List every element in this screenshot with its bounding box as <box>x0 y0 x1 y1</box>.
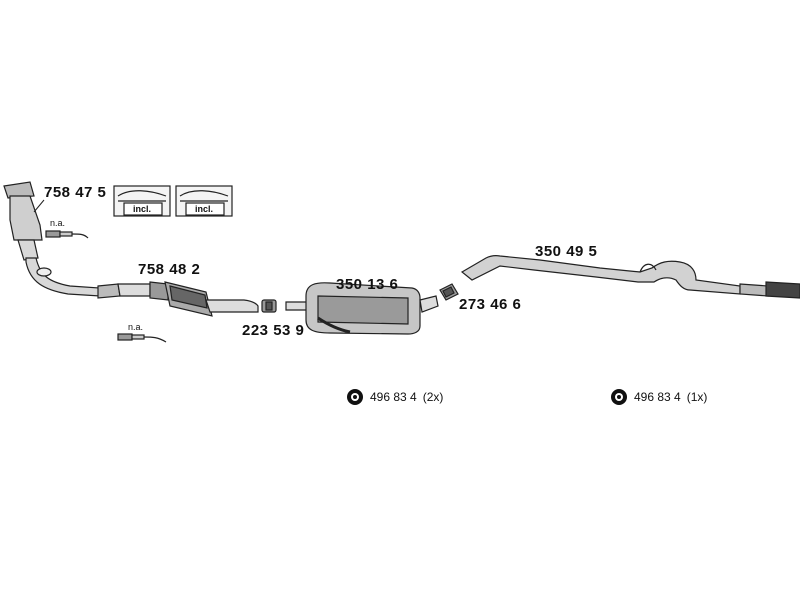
na-note-bottom: n.a. <box>128 322 144 332</box>
incl-label-1: incl. <box>133 204 152 214</box>
legend-part-number: 496 83 4 <box>634 390 681 404</box>
incl-box-2 <box>175 185 233 217</box>
middle-silencer <box>285 282 439 335</box>
part-label-273466: 273 46 6 <box>459 296 522 313</box>
legend-quantity: (2x) <box>422 390 444 404</box>
incl-label-2: incl. <box>195 204 214 214</box>
rear-clamp <box>439 283 459 301</box>
part-label-350136: 350 13 6 <box>336 276 399 293</box>
legend-item-1x: 496 83 4 (1x) <box>610 388 707 406</box>
catalyst-main <box>97 281 259 317</box>
legend-part-number: 496 83 4 <box>370 390 417 404</box>
part-label-350495: 350 49 5 <box>535 243 598 260</box>
part-label-223539: 223 53 9 <box>242 322 305 339</box>
part-label-758475: 758 47 5 <box>44 184 107 201</box>
hanger-icon <box>611 389 627 405</box>
legend-quantity: (1x) <box>686 390 708 404</box>
hanger-icon <box>347 389 363 405</box>
clamp-part <box>261 299 277 313</box>
lambda-sensor-top <box>45 230 89 239</box>
part-label-758482: 758 48 2 <box>138 261 201 278</box>
legend-item-2x: 496 83 4 (2x) <box>346 388 443 406</box>
incl-box-1 <box>113 185 171 217</box>
front-pipe <box>3 181 101 297</box>
lambda-sensor-bottom <box>117 333 167 343</box>
na-note-top: n.a. <box>50 218 66 228</box>
rear-pipe <box>460 255 800 299</box>
